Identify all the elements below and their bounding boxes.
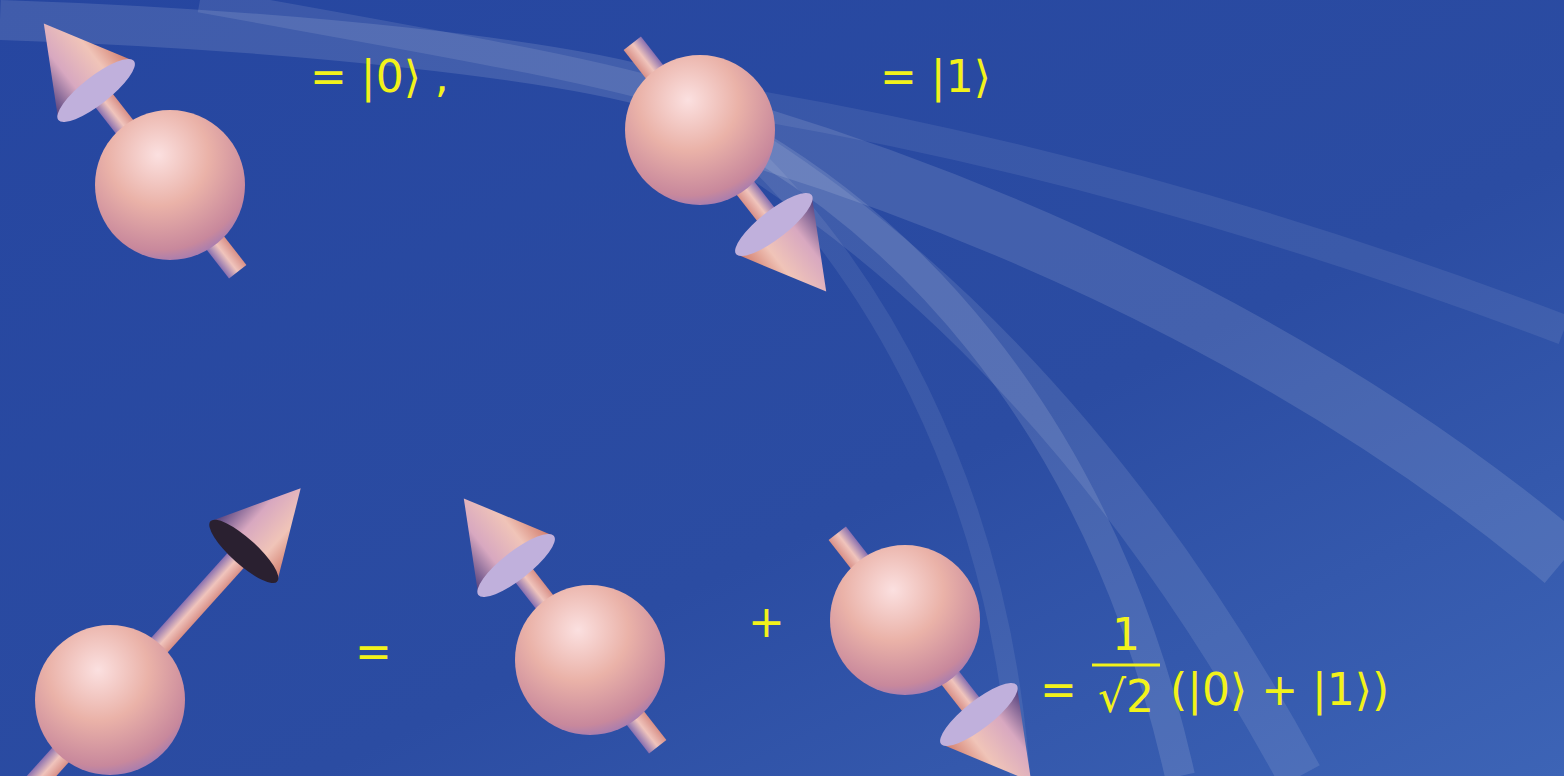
formula-label: = |0⟩ , <box>310 55 449 99</box>
spin-superposition <box>0 458 334 776</box>
formula-label: + <box>748 600 785 644</box>
formula-label: = |1⟩ <box>880 55 991 99</box>
formula-label: = <box>355 630 392 674</box>
formula-label: = <box>1040 668 1077 712</box>
spin-up <box>426 469 696 776</box>
formula-label: 1 <box>1112 613 1140 657</box>
spin-up <box>6 0 276 301</box>
formula-label: (|0⟩ + |1⟩) <box>1170 668 1389 712</box>
spin-down <box>799 504 1069 776</box>
formula-label: √2 <box>1098 675 1154 719</box>
fraction-bar <box>1092 664 1160 667</box>
spin-down <box>594 14 864 321</box>
